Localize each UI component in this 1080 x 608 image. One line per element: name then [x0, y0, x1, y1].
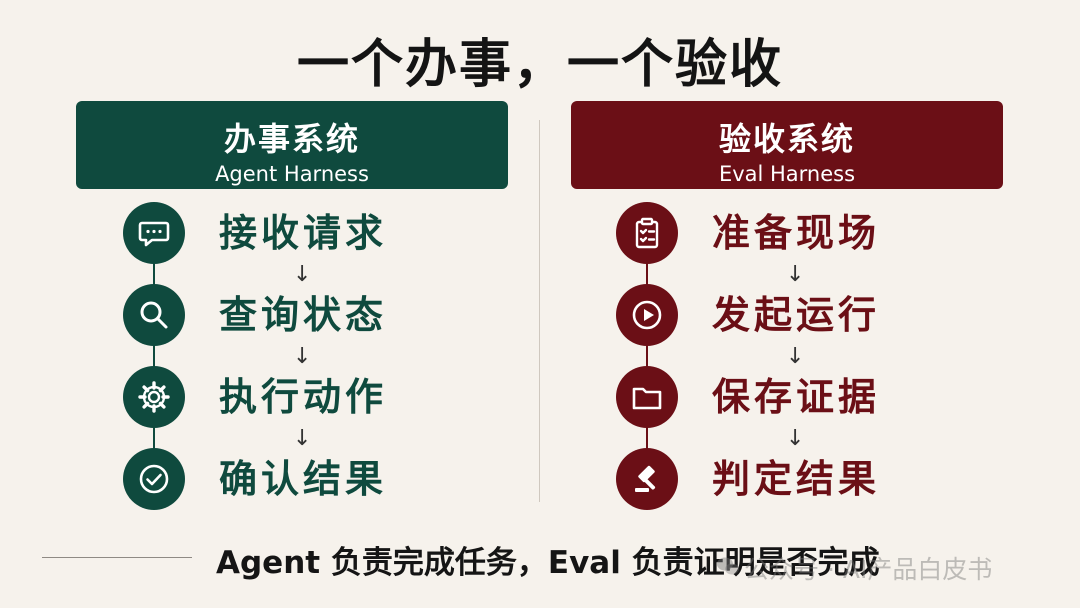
down-arrow-icon: ↓ — [786, 426, 805, 451]
agent-step-4: 确认结果 — [123, 448, 463, 510]
agent-step-2: 查询状态 — [123, 284, 463, 346]
eval-harness-subtitle: Eval Harness — [718, 162, 856, 186]
agent-step-1: 接收请求 — [123, 202, 463, 264]
agent-step-2-label: 查询状态 — [219, 293, 388, 337]
agent-steps-connector — [153, 232, 155, 478]
down-arrow-icon: ↓ — [786, 344, 805, 369]
eval-steps-connector — [646, 232, 648, 478]
eval-step-2-label: 发起运行 — [712, 293, 881, 337]
agent-harness-header: 办事系统 Agent Harness — [76, 101, 508, 189]
eval-step-3: 保存证据 — [616, 366, 956, 428]
eval-steps-column: 准备现场 ↓ 发起运行 ↓ 保存证据 ↓ 判定结果 — [616, 200, 956, 510]
agent-harness-title: 办事系统 — [223, 120, 360, 158]
down-arrow-icon: ↓ — [293, 344, 312, 369]
agent-step-3-label: 执行动作 — [219, 375, 388, 419]
eval-harness-header: 验收系统 Eval Harness — [571, 101, 1003, 189]
eval-step-4: 判定结果 — [616, 448, 956, 510]
eval-step-2: 发起运行 — [616, 284, 956, 346]
down-arrow-icon: ↓ — [786, 262, 805, 287]
agent-step-1-label: 接收请求 — [219, 211, 388, 255]
clipboard-icon — [616, 202, 678, 264]
footer-divider — [42, 557, 192, 558]
gavel-icon — [616, 448, 678, 510]
eval-harness-title: 验收系统 — [718, 120, 855, 158]
agent-step-4-label: 确认结果 — [219, 457, 388, 501]
eval-step-1: 准备现场 — [616, 202, 956, 264]
down-arrow-icon: ↓ — [293, 426, 312, 451]
eval-step-1-label: 准备现场 — [712, 211, 881, 255]
play-icon — [616, 284, 678, 346]
gear-icon — [123, 366, 185, 428]
footer-summary: Agent 负责完成任务，Eval 负责证明是否完成 — [216, 545, 880, 581]
folder-icon — [616, 366, 678, 428]
chat-icon — [123, 202, 185, 264]
eval-step-4-label: 判定结果 — [712, 457, 881, 501]
agent-step-3: 执行动作 — [123, 366, 463, 428]
down-arrow-icon: ↓ — [293, 262, 312, 287]
check-circle-icon — [123, 448, 185, 510]
watermark: 公众号 · AI产品白皮书 — [744, 555, 993, 584]
page-title: 一个办事，一个验收 — [296, 35, 783, 95]
center-divider — [539, 120, 540, 502]
eval-step-3-label: 保存证据 — [712, 375, 881, 419]
agent-steps-column: 接收请求 ↓ 查询状态 ↓ 执行动作 ↓ 确认结果 — [123, 200, 463, 510]
search-icon — [123, 284, 185, 346]
wechat-icon — [717, 557, 739, 575]
agent-harness-subtitle: Agent Harness — [215, 162, 369, 186]
